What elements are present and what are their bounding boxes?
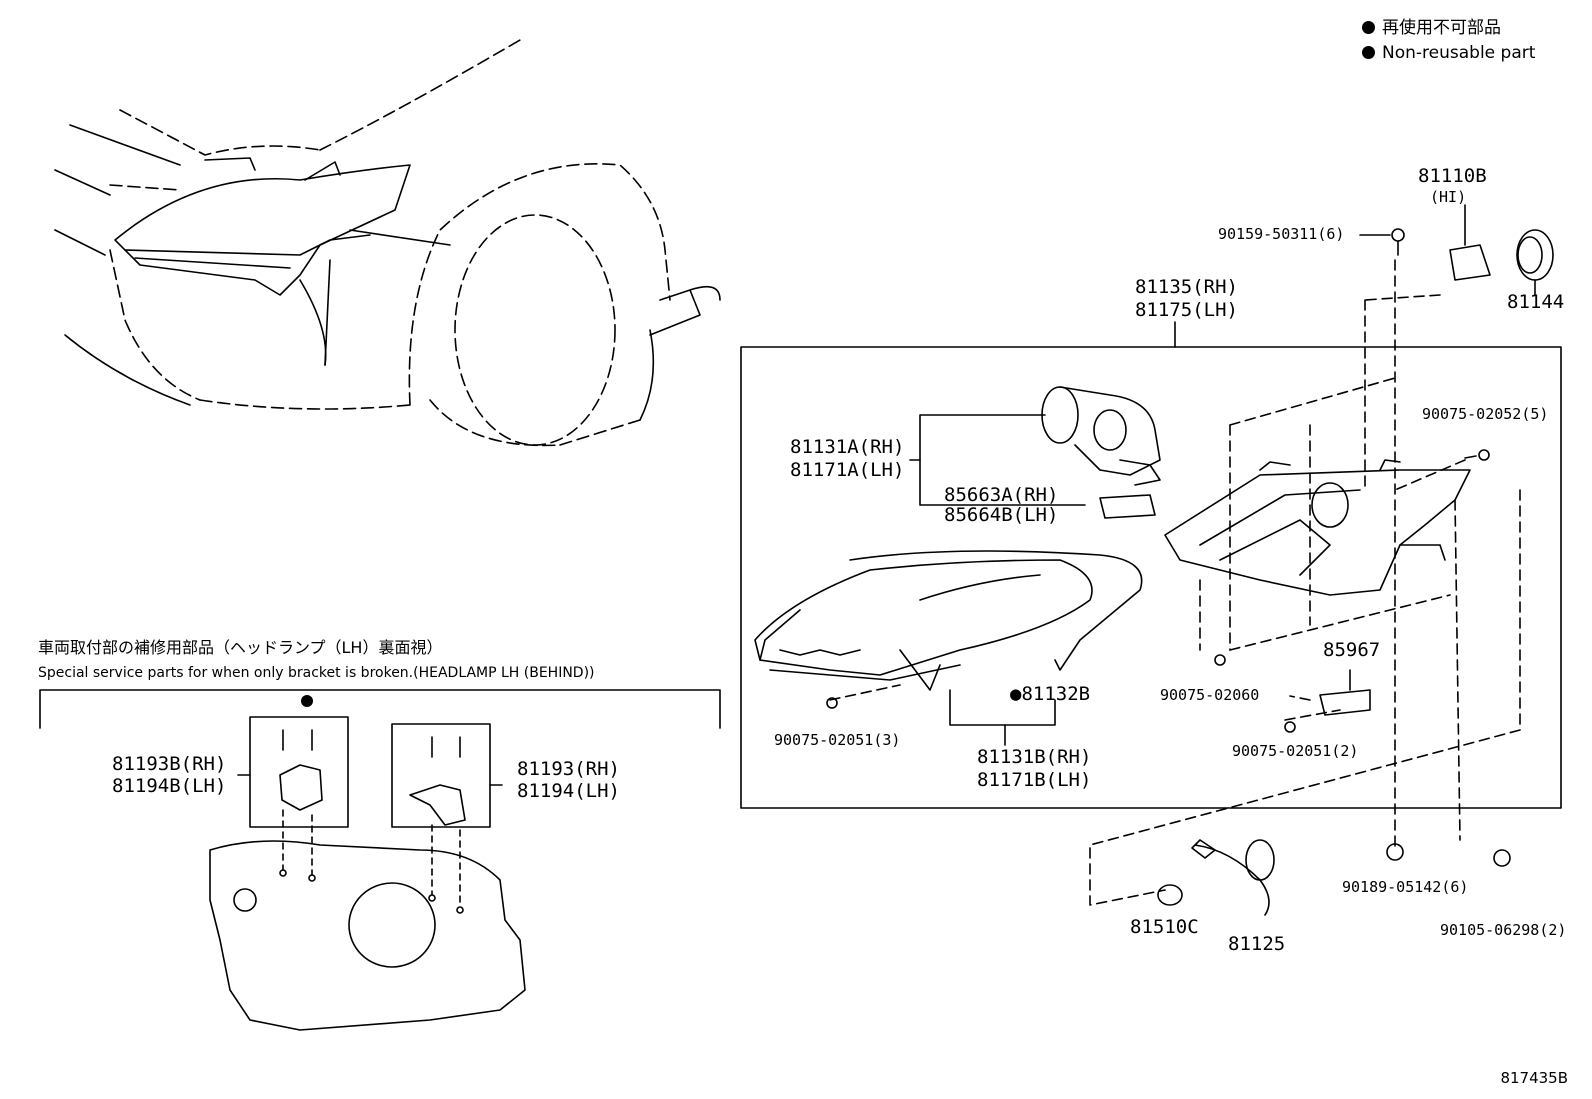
label-85967: 85967: [1323, 639, 1381, 661]
legend-en-text: Non-reusable part: [1382, 43, 1536, 63]
label-81110B: 81110B: [1418, 165, 1487, 187]
label-90159-50311: 90159-50311(6): [1218, 225, 1345, 243]
label-81132B: 81132B: [1010, 683, 1091, 705]
non-reusable-dot-icon: [1362, 46, 1375, 59]
car-front-illustration: [54, 39, 721, 447]
label-81194B: 81194B(LH): [112, 775, 227, 797]
legend-jp: 再使用不可部品: [1362, 20, 1501, 37]
non-reusable-dot-icon: [1362, 21, 1375, 34]
bracket-box-b: [249, 716, 349, 828]
label-90075-02060: 90075-02060: [1160, 686, 1260, 704]
label-81193B: 81193B(RH): [112, 753, 227, 775]
label-81131A: 81131A(RH): [790, 436, 905, 458]
label-81125: 81125: [1228, 933, 1286, 955]
label-90075-02051-2: 90075-02051(2): [1232, 742, 1359, 760]
label-81510C: 81510C: [1130, 916, 1199, 938]
label-81171B: 81171B(LH): [977, 769, 1092, 791]
service-note-en: Special service parts for when only brac…: [38, 665, 595, 681]
label-85663A: 85663A(RH): [944, 484, 1059, 506]
ballast-illustration: [1319, 669, 1371, 716]
service-note-jp: 車両取付部の補修用部品（ヘッドランプ（LH）裏面視）: [38, 638, 443, 657]
label-90189-05142: 90189-05142(6): [1342, 878, 1469, 896]
label-90075-02051-3: 90075-02051(3): [774, 731, 901, 749]
legend-en: Non-reusable part: [1362, 45, 1535, 62]
legend-jp-text: 再使用不可部品: [1382, 18, 1501, 38]
headlamp-lens-illustration: [754, 550, 1143, 691]
assembly-frame: [740, 346, 1562, 809]
label-hi: (HI): [1430, 188, 1467, 206]
label-81135: 81135(RH): [1135, 276, 1238, 298]
label-90105-06298: 90105-06298(2): [1440, 921, 1567, 939]
label-90075-02052: 90075-02052(5): [1422, 405, 1549, 423]
label-81175: 81175(LH): [1135, 299, 1238, 321]
label-81144: 81144: [1507, 291, 1565, 313]
non-reusable-dot-icon: [1010, 683, 1021, 705]
label-81131B: 81131B(RH): [977, 746, 1092, 768]
housing-back-view-illustration: [209, 840, 526, 1031]
bulb-illustration: [1449, 204, 1491, 281]
screw-icons: [826, 228, 1511, 867]
label-81171A: 81171A(LH): [790, 459, 905, 481]
label-81194: 81194(LH): [517, 780, 620, 802]
bracket-box: [391, 723, 491, 828]
projector-module-illustration: [1041, 386, 1161, 486]
label-85664B: 85664B(LH): [944, 504, 1059, 526]
retaining-ring-illustration: [1516, 229, 1554, 296]
label-81132B-text: 81132B: [1021, 683, 1091, 705]
drawing-code: 817435B: [1500, 1069, 1568, 1087]
headlamp-housing-illustration: [1164, 459, 1471, 596]
label-81193: 81193(RH): [517, 758, 620, 780]
socket-and-wire-illustration: [1157, 839, 1275, 916]
